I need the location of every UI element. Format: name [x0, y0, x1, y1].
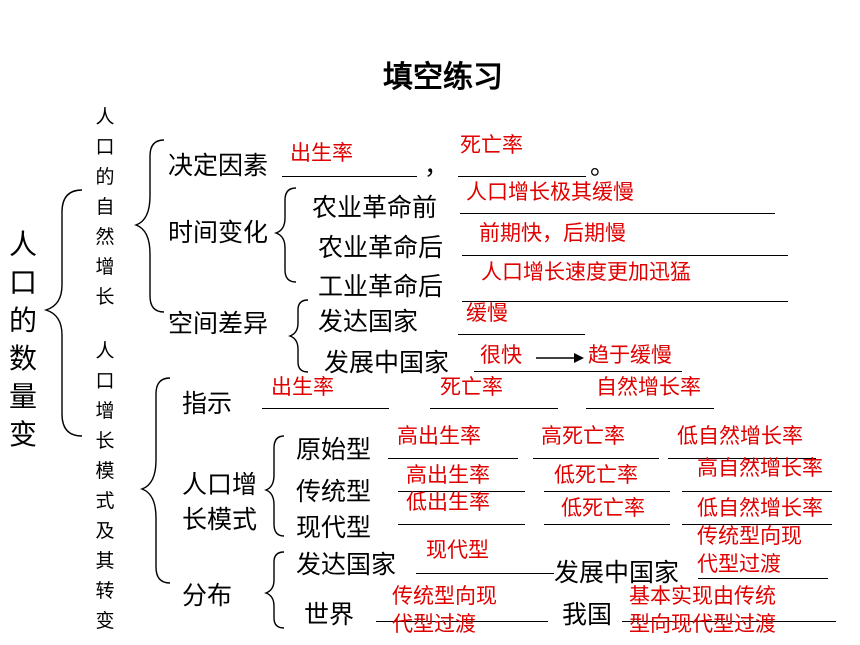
answer-text: 前期快，后期慢 [479, 221, 626, 245]
topic-char: 人 [8, 228, 37, 261]
factors-label: 决定因素 [168, 151, 269, 180]
model-branch-heading: 人口增长模式及其转变 [95, 340, 115, 632]
answer-blank [398, 491, 525, 492]
answer-text: 低自然增长率 [677, 424, 803, 448]
answer-blank [682, 491, 832, 492]
model-type-label: 原始型 [296, 435, 372, 464]
answer-blank [416, 573, 554, 574]
answer-blank [282, 176, 417, 177]
answer-text: 代型过渡 [697, 552, 781, 576]
answer-blank [430, 408, 558, 409]
factors-comma: ， [424, 151, 450, 180]
space-brace [288, 299, 309, 373]
time-row-label: 农业革命后 [318, 233, 444, 262]
answer-text: 代型过渡 [392, 612, 476, 636]
answer-text: 死亡率 [440, 375, 503, 399]
growth-model-label: 长模式 [182, 505, 258, 534]
topic-char: 变 [8, 418, 37, 451]
factors-period: 。 [590, 151, 616, 180]
answer-blank [262, 408, 389, 409]
indicators-label: 指示 [182, 389, 233, 418]
distribution-brace [264, 551, 285, 629]
answer-text: 高自然增长率 [697, 456, 823, 480]
answer-text: 高出生率 [406, 463, 490, 487]
growth-model-label: 人口增 [182, 470, 258, 499]
developing-country-label: 发展中国家 [324, 348, 450, 377]
topic-brace [43, 189, 83, 437]
developing-country-label: 发展中国家 [554, 558, 680, 587]
model-type-label: 现代型 [296, 513, 372, 542]
answer-death-rate: 死亡率 [460, 133, 523, 157]
time-row-label: 工业革命后 [318, 272, 444, 301]
space-diff-label: 空间差异 [168, 309, 269, 338]
developed-country-label: 发达国家 [296, 550, 397, 579]
answer-blank [398, 524, 525, 525]
answer-text: 现代型 [426, 538, 489, 562]
answer-blank [668, 458, 816, 459]
answer-text: 传统型向现 [392, 584, 497, 608]
time-change-label: 时间变化 [168, 218, 269, 247]
time-row-label: 农业革命前 [312, 193, 438, 222]
answer-text: 趋于缓慢 [588, 343, 672, 367]
page-title: 填空练习 [383, 60, 503, 95]
topic-char: 量 [8, 380, 37, 413]
answer-text: 很快 [480, 343, 522, 367]
answer-blank [544, 524, 670, 525]
distribution-label: 分布 [182, 581, 233, 610]
answer-blank [462, 301, 788, 302]
answer-blank [474, 371, 682, 372]
answer-blank [388, 458, 518, 459]
answer-text: 基本实现由传统 [629, 584, 776, 608]
answer-blank [458, 176, 586, 177]
answer-text: 人口增长极其缓慢 [466, 180, 634, 204]
answer-blank [586, 408, 714, 409]
answer-blank [376, 621, 548, 622]
types-brace [264, 435, 285, 537]
developed-country-label: 发达国家 [318, 307, 419, 336]
answer-text: 传统型向现 [697, 524, 802, 548]
arrow-head [574, 353, 584, 363]
answer-text: 低出生率 [406, 490, 490, 514]
answer-blank [458, 334, 585, 335]
answer-blank [622, 621, 836, 622]
topic-char: 口 [8, 266, 37, 299]
answer-text: 自然增长率 [596, 375, 701, 399]
answer-text: 低死亡率 [554, 463, 638, 487]
answer-text: 型向现代型过渡 [629, 612, 776, 636]
china-label: 我国 [562, 600, 613, 629]
answer-blank [682, 524, 832, 525]
model-type-label: 传统型 [296, 477, 372, 506]
model-brace [139, 377, 171, 584]
answer-blank [544, 491, 670, 492]
time-brace [273, 187, 297, 283]
natural-branch-heading: 人口的自然增长 [95, 106, 115, 308]
answer-birth-rate: 出生率 [290, 141, 353, 165]
answer-blank [533, 458, 659, 459]
answer-text: 高死亡率 [541, 424, 625, 448]
topic-heading: 人口的数量变 [6, 226, 40, 454]
answer-text: 人口增长速度更加迅猛 [481, 260, 691, 284]
topic-char: 的 [8, 304, 37, 337]
answer-blank [698, 578, 828, 579]
topic-char: 数 [8, 342, 37, 375]
world-label: 世界 [304, 600, 355, 629]
answer-text: 出生率 [271, 375, 334, 399]
natural-brace [133, 139, 165, 313]
answer-text: 缓慢 [466, 301, 508, 325]
answer-text: 低死亡率 [561, 496, 645, 520]
answer-blank [460, 213, 775, 214]
answer-text: 低自然增长率 [697, 496, 823, 520]
answer-blank [462, 255, 788, 256]
answer-text: 高出生率 [397, 424, 481, 448]
